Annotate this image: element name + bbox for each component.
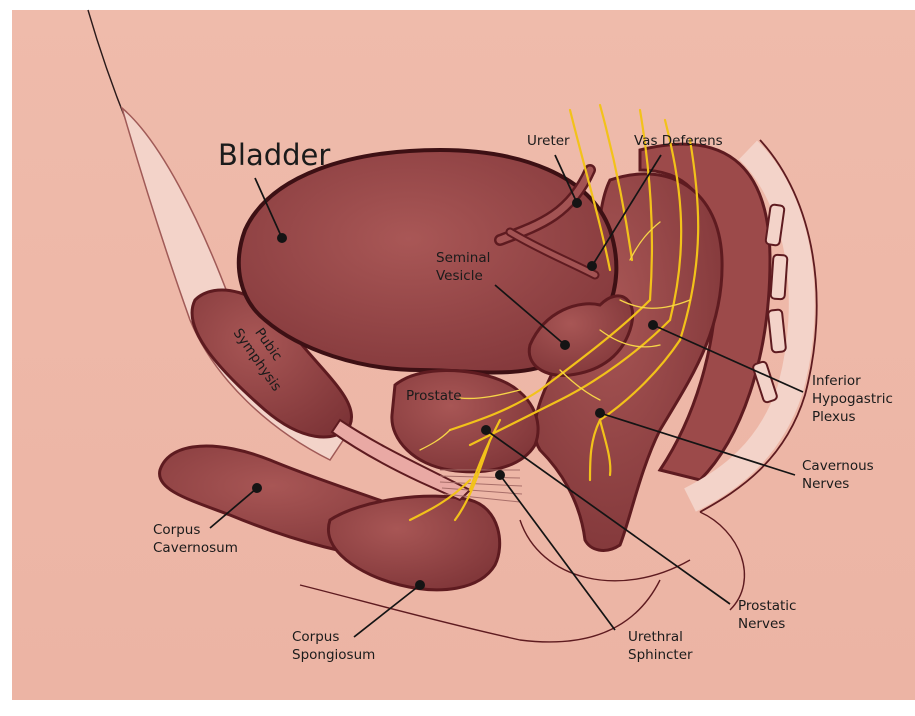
prostatic-nerves-line2: Nerves xyxy=(738,616,785,632)
urethral-sphincter-line2: Sphincter xyxy=(628,647,693,663)
bladder-label: Bladder xyxy=(218,138,330,172)
corpus-cavernosum-line2: Cavernosum xyxy=(153,540,238,556)
inferior-hypogastric-plexus-line3: Plexus xyxy=(812,409,856,425)
seminal-vesicle-line2: Vesicle xyxy=(436,268,483,284)
prostatic-nerves-line1: Prostatic xyxy=(738,598,796,614)
inferior-hypogastric-plexus-line2: Hypogastric xyxy=(812,391,893,407)
vas-deferens-label: Vas Deferens xyxy=(634,133,723,149)
svg-text:Vesicle: Vesicle xyxy=(436,268,483,284)
cavernous-nerves-line1: Cavernous xyxy=(802,458,874,474)
corpus-spongiosum-line2: Spongiosum xyxy=(292,647,375,663)
label-prostate: Prostate xyxy=(406,388,462,404)
urethral-sphincter-line1: Urethral xyxy=(628,629,683,645)
prostate-label: Prostate xyxy=(406,388,462,404)
ureter-label: Ureter xyxy=(527,133,570,149)
cavernous-nerves-line2: Nerves xyxy=(802,476,849,492)
seminal-vesicle-line1: Seminal xyxy=(436,250,490,266)
svg-text:Seminal: Seminal xyxy=(436,250,490,266)
corpus-spongiosum-line1: Corpus xyxy=(292,629,339,645)
inferior-hypogastric-plexus-line1: Inferior xyxy=(812,373,861,389)
corpus-cavernosum-line1: Corpus xyxy=(153,522,200,538)
